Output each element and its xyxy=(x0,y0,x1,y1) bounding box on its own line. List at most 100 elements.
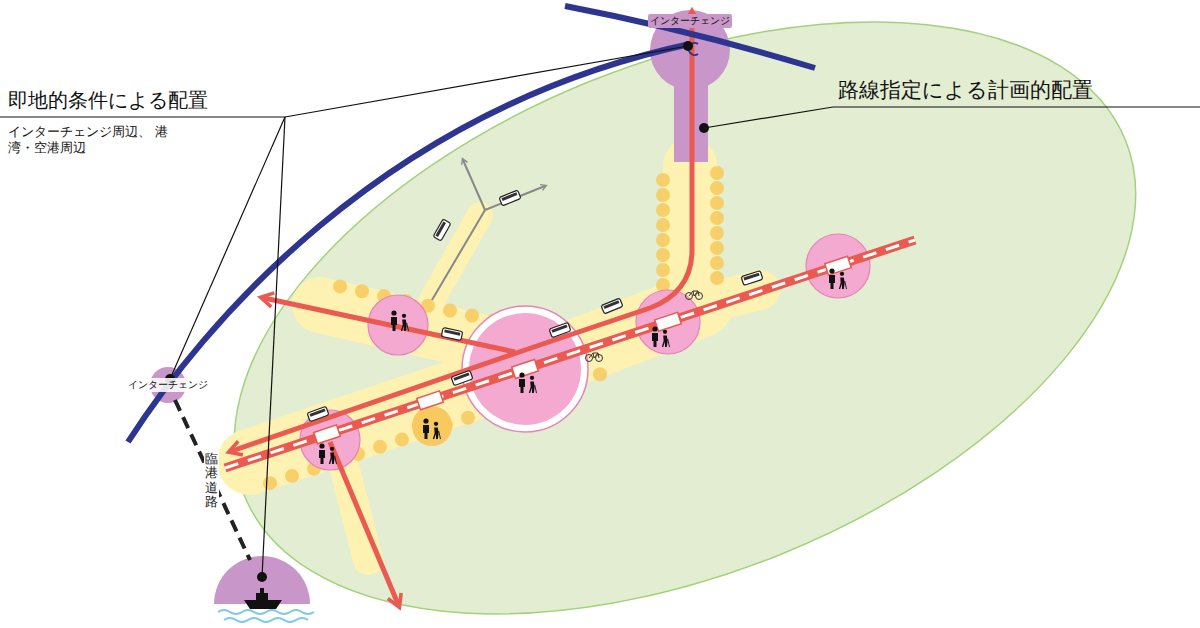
person-head xyxy=(319,443,324,448)
edge-dot xyxy=(656,248,670,262)
person-body xyxy=(519,379,525,393)
person-head xyxy=(663,330,667,334)
person-head xyxy=(840,272,844,276)
bus-body xyxy=(307,406,329,421)
person-body xyxy=(839,277,845,289)
cane xyxy=(335,456,337,464)
edge-dot xyxy=(443,304,457,318)
edge-dot xyxy=(656,263,670,277)
person-head xyxy=(330,447,334,451)
person-icon xyxy=(423,418,429,439)
person-head xyxy=(519,372,524,377)
wave xyxy=(224,618,308,622)
edge-dot xyxy=(285,469,299,483)
edge-dot xyxy=(377,289,391,303)
cane xyxy=(845,281,847,289)
person-head xyxy=(391,310,396,315)
edge-dot xyxy=(549,382,563,396)
leader-dot xyxy=(683,41,693,51)
edge-dot xyxy=(395,433,409,447)
urban-band xyxy=(663,165,717,300)
person-body xyxy=(423,425,429,439)
water xyxy=(218,610,314,622)
person-body xyxy=(662,335,668,347)
wave xyxy=(218,610,314,614)
bus-icon xyxy=(499,190,521,206)
leader-line xyxy=(262,117,285,577)
edge-dot xyxy=(710,256,724,270)
expressway xyxy=(128,6,815,442)
person-body xyxy=(329,452,335,464)
bus-window xyxy=(551,324,567,332)
person-icon xyxy=(652,326,658,347)
urban-band xyxy=(345,470,368,560)
bus-icon xyxy=(741,271,763,286)
trunk-road xyxy=(330,442,398,604)
edge-dot xyxy=(417,425,431,439)
expressway-line xyxy=(128,44,690,442)
edge-dot xyxy=(439,418,453,432)
bus-window xyxy=(453,372,469,380)
hub-circle xyxy=(636,290,700,354)
port-zone xyxy=(214,556,310,604)
local-hub xyxy=(412,406,452,446)
feeder-line xyxy=(485,186,545,210)
elder-icon xyxy=(433,422,441,439)
elder-icon xyxy=(401,314,409,331)
elder-icon xyxy=(329,447,337,464)
bus-body xyxy=(741,271,763,286)
bicycle-icon xyxy=(586,353,603,362)
rail-line xyxy=(225,240,915,468)
bus-window xyxy=(501,192,517,201)
center-hub xyxy=(469,313,581,425)
person-head xyxy=(423,418,428,423)
station-box xyxy=(417,391,444,410)
edge-dot xyxy=(351,447,365,461)
frame xyxy=(689,291,699,296)
edge-dot xyxy=(710,226,724,240)
interchange-node: インターチェンジ xyxy=(650,10,730,90)
edge-dot xyxy=(656,173,670,187)
person-head xyxy=(434,422,438,426)
interchange-loop xyxy=(689,43,698,55)
cane xyxy=(535,385,537,393)
ship-funnel xyxy=(260,588,264,593)
urban-edge xyxy=(263,166,724,490)
edge-dot xyxy=(710,181,724,195)
bus-icon xyxy=(307,406,329,421)
person-body xyxy=(391,317,397,331)
ship-cabin xyxy=(256,593,268,600)
station-box xyxy=(314,425,341,444)
trunk-road xyxy=(264,298,515,352)
bus-window xyxy=(603,300,619,309)
bus-window xyxy=(435,222,446,237)
urban-band xyxy=(320,305,515,350)
leader-line xyxy=(704,107,833,128)
leader-line xyxy=(285,46,688,117)
edge-dot xyxy=(483,404,497,418)
edge-dot xyxy=(373,440,387,454)
hub-circle xyxy=(300,410,360,470)
leader-dot xyxy=(257,572,267,582)
person-icon xyxy=(519,372,525,393)
bus-body xyxy=(451,370,473,385)
icons xyxy=(307,190,851,464)
edge-dot xyxy=(656,218,670,232)
interchange-label: インターチェンジ xyxy=(648,14,732,28)
bus-icon xyxy=(441,328,462,341)
cane xyxy=(668,339,670,347)
person-body xyxy=(401,319,407,331)
edge-dot xyxy=(333,279,347,293)
edge-dot xyxy=(355,284,369,298)
edge-dot xyxy=(593,367,607,381)
callout-heading: 即地的条件による配置 xyxy=(8,88,208,113)
wheel xyxy=(696,293,703,300)
edge-dot xyxy=(421,299,435,313)
ship-hull xyxy=(244,600,282,609)
callout-heading: 路線指定による計画的配置 xyxy=(838,77,1093,103)
edge-dot xyxy=(571,375,585,389)
person-body xyxy=(829,275,835,289)
station-box xyxy=(655,312,682,331)
